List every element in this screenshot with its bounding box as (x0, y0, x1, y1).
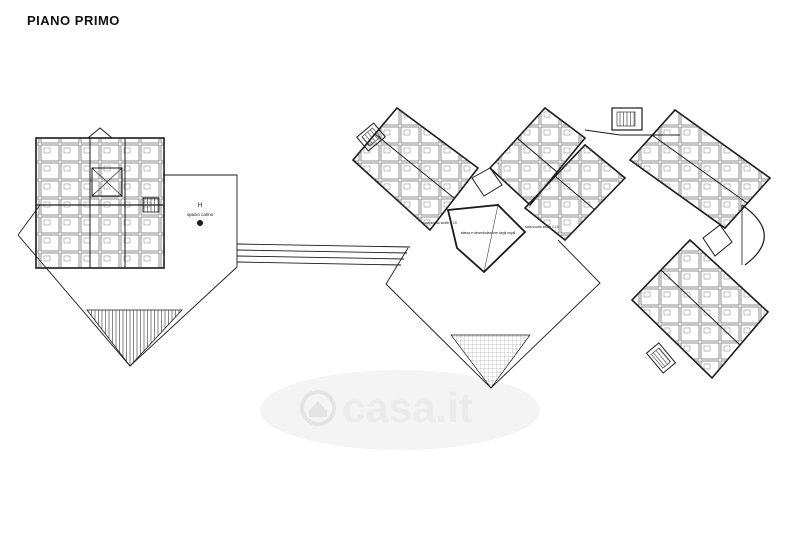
central-terrace (385, 204, 601, 389)
left-building (17, 127, 238, 367)
svg-text:sala scolto sedie 1 10: sala scolto sedie 1 10 (423, 221, 457, 225)
spazio-calmo-marker: H spazio calmo (187, 203, 214, 226)
svg-text:attesa e deambulazione degli o: attesa e deambulazione degli ospiti (461, 231, 516, 235)
target-icon (197, 220, 203, 226)
svg-text:spazio calmo: spazio calmo (187, 212, 214, 217)
central-hall-labels: sala scolto sedie 1 10 attesa e deambula… (423, 221, 559, 235)
svg-text:H: H (198, 203, 202, 209)
watermark-text: casa.it (342, 384, 473, 431)
watermark: casa.it (260, 370, 540, 450)
connecting-bridge (236, 243, 411, 266)
svg-text:sala scolto sedie 1 10: sala scolto sedie 1 10 (525, 225, 559, 229)
right-complex (351, 106, 772, 380)
home-icon (300, 390, 336, 426)
floor-title: PIANO PRIMO (27, 13, 120, 28)
